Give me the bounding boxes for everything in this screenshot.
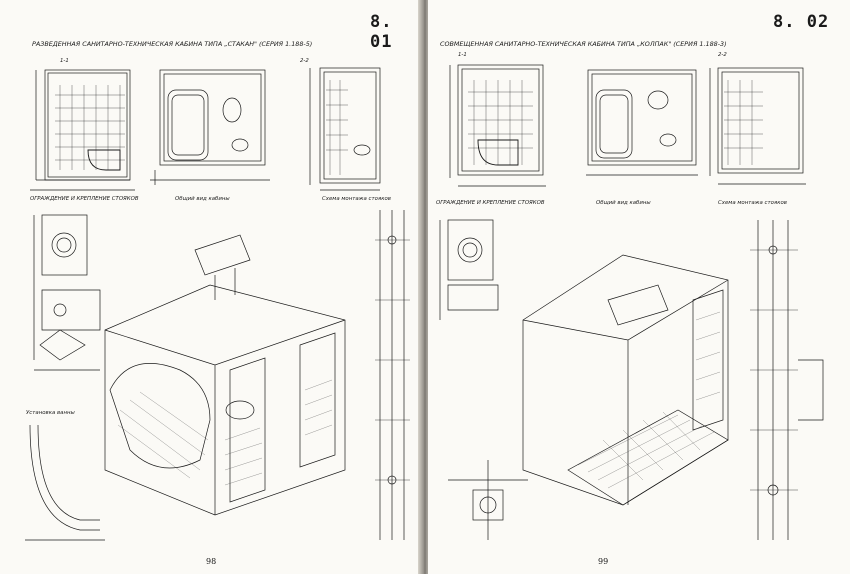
left-page-drawings (25, 67, 410, 541)
page-number: 99 (598, 557, 609, 566)
page-number: 98 (206, 557, 217, 566)
section-drawing (44, 69, 131, 181)
general-view-heading: Общий вид кабины (175, 196, 230, 202)
fastening-heading: ОГРАЖДЕНИЕ И КРЕПЛЕНИЕ СТОЯКОВ (436, 200, 545, 206)
section-drawing (457, 64, 544, 176)
section-drawing (319, 67, 381, 184)
page-title: РАЗВЕДЕННАЯ САНИТАРНО-ТЕХНИЧЕСКАЯ КАБИНА… (32, 40, 313, 48)
section-label: 2-2 (718, 52, 727, 58)
cabin-isometric (522, 254, 729, 506)
detail-drawing (447, 219, 494, 281)
bath-heading: Установка ванны (26, 410, 75, 416)
right-page-drawings (439, 64, 824, 540)
riser-scheme (379, 210, 405, 540)
right-page: 8. 02 СОВМЕЩЕННАЯ САНИТАРНО-ТЕХНИЧЕСКАЯ … (428, 0, 850, 574)
fastening-heading: ОГРАЖДЕНИЕ И КРЕПЛЕНИЕ СТОЯКОВ (30, 196, 139, 202)
cabin-isometric (104, 234, 346, 516)
section-label: 2-2 (300, 58, 309, 64)
plan-drawing (159, 69, 266, 166)
riser-scheme (757, 220, 789, 540)
section-label: 1-1 (60, 58, 69, 64)
general-view-heading: Общий вид кабины (596, 200, 651, 206)
scheme-heading: Схема монтажа стояков (322, 196, 391, 202)
left-page: 8. 01 РАЗВЕДЕННАЯ САНИТАРНО-ТЕХНИЧЕСКАЯ … (0, 0, 422, 574)
scheme-heading: Схема монтажа стояков (718, 200, 787, 206)
section-drawing (717, 67, 804, 174)
section-label: 1-1 (458, 52, 467, 58)
plan-drawing (587, 69, 697, 166)
sheet-number: 8. 02 (773, 12, 830, 32)
page-title: СОВМЕЩЕННАЯ САНИТАРНО-ТЕХНИЧЕСКАЯ КАБИНА… (440, 40, 727, 48)
detail-drawing (41, 214, 88, 276)
bath-detail (29, 424, 100, 531)
sheet-number: 8. 01 (370, 12, 393, 52)
